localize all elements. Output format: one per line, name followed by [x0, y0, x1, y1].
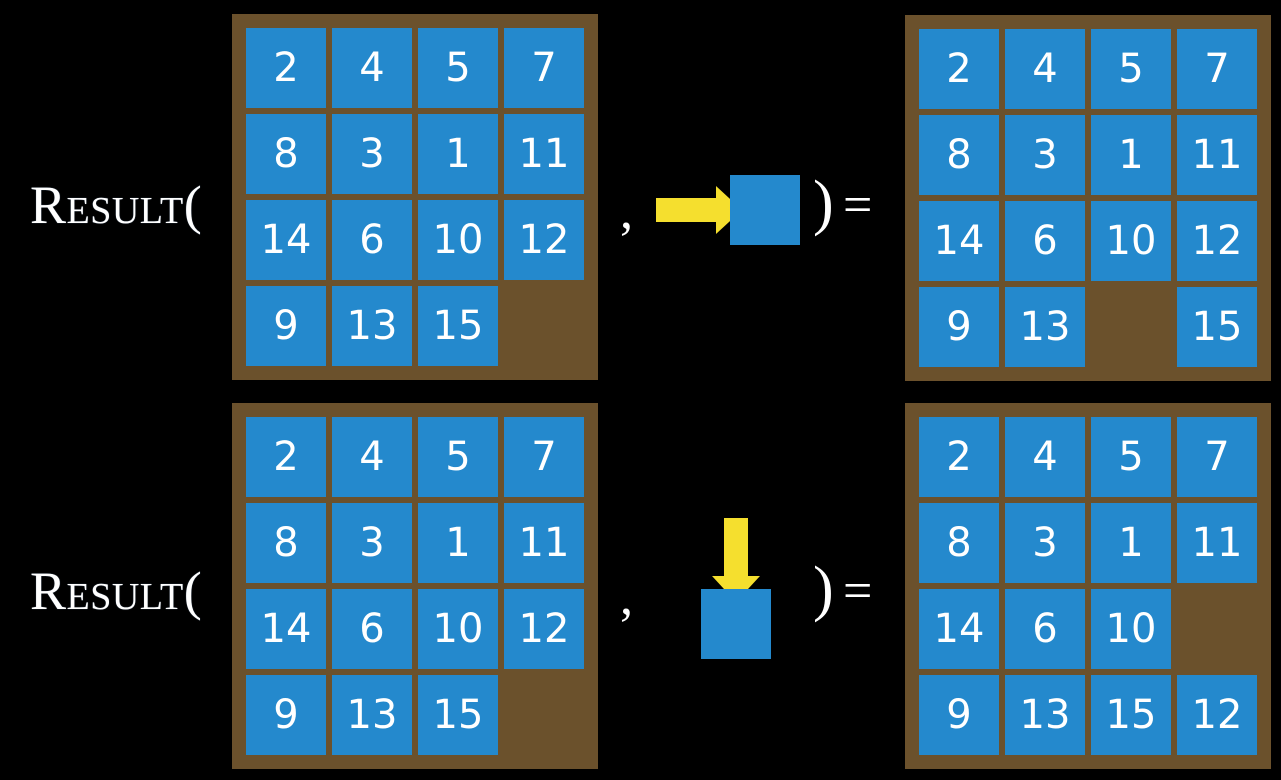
- tile[interactable]: 9: [246, 675, 326, 755]
- tile[interactable]: 1: [418, 114, 498, 194]
- tile[interactable]: 13: [1005, 675, 1085, 755]
- empty-slot[interactable]: [504, 286, 584, 366]
- tile[interactable]: 13: [1005, 287, 1085, 367]
- tile[interactable]: 2: [919, 417, 999, 497]
- tile[interactable]: 6: [1005, 589, 1085, 669]
- tile[interactable]: 6: [332, 589, 412, 669]
- tile[interactable]: 3: [1005, 115, 1085, 195]
- tile[interactable]: 12: [1177, 675, 1257, 755]
- output-board-row-1: 2 4 5 7 8 3 1 11 14 6 10 12 9 13 15: [905, 15, 1271, 381]
- tile[interactable]: 7: [1177, 29, 1257, 109]
- tile[interactable]: 7: [1177, 417, 1257, 497]
- tile[interactable]: 14: [919, 201, 999, 281]
- tile[interactable]: 1: [418, 503, 498, 583]
- tile[interactable]: 3: [1005, 503, 1085, 583]
- tile[interactable]: 2: [246, 417, 326, 497]
- tile[interactable]: 4: [1005, 29, 1085, 109]
- equals-sign-row-2: =: [843, 563, 873, 620]
- tile[interactable]: 15: [1177, 287, 1257, 367]
- tile[interactable]: 12: [1177, 201, 1257, 281]
- tile[interactable]: 5: [1091, 29, 1171, 109]
- tile[interactable]: 12: [504, 589, 584, 669]
- tile[interactable]: 9: [919, 675, 999, 755]
- tile[interactable]: 1: [1091, 115, 1171, 195]
- tile[interactable]: 5: [418, 28, 498, 108]
- output-board-row-2: 2 4 5 7 8 3 1 11 14 6 10 9 13 15 12: [905, 403, 1271, 769]
- equals-sign-row-1: =: [843, 177, 873, 234]
- tile[interactable]: 14: [246, 200, 326, 280]
- tile[interactable]: 15: [1091, 675, 1171, 755]
- result-label-row-2: Result(: [30, 561, 203, 621]
- close-paren-row-1: ): [813, 169, 834, 237]
- input-board-row-1: 2 4 5 7 8 3 1 11 14 6 10 12 9 13 15: [232, 14, 598, 380]
- close-paren-row-2: ): [813, 555, 834, 623]
- tile[interactable]: 8: [919, 503, 999, 583]
- tile[interactable]: 14: [919, 589, 999, 669]
- tile[interactable]: 15: [418, 675, 498, 755]
- operand-tile-right[interactable]: [730, 175, 800, 245]
- comma-separator-row-1: ,: [620, 183, 633, 240]
- tile[interactable]: 4: [1005, 417, 1085, 497]
- tile[interactable]: 12: [504, 200, 584, 280]
- tile[interactable]: 9: [246, 286, 326, 366]
- tile[interactable]: 7: [504, 28, 584, 108]
- tile[interactable]: 11: [504, 114, 584, 194]
- tile[interactable]: 11: [504, 503, 584, 583]
- tile[interactable]: 9: [919, 287, 999, 367]
- tile[interactable]: 1: [1091, 503, 1171, 583]
- tile[interactable]: 2: [919, 29, 999, 109]
- tile[interactable]: 8: [919, 115, 999, 195]
- comma-separator-row-2: ,: [620, 569, 633, 626]
- tile[interactable]: 15: [418, 286, 498, 366]
- empty-slot[interactable]: [1177, 589, 1257, 669]
- tile[interactable]: 11: [1177, 503, 1257, 583]
- tile[interactable]: 10: [1091, 201, 1171, 281]
- tile[interactable]: 11: [1177, 115, 1257, 195]
- arrow-right-icon: [656, 198, 720, 222]
- empty-slot[interactable]: [504, 675, 584, 755]
- tile[interactable]: 6: [1005, 201, 1085, 281]
- operand-tile-down[interactable]: [701, 589, 771, 659]
- tile[interactable]: 14: [246, 589, 326, 669]
- tile[interactable]: 3: [332, 503, 412, 583]
- tile[interactable]: 5: [1091, 417, 1171, 497]
- tile[interactable]: 10: [418, 589, 498, 669]
- tile[interactable]: 3: [332, 114, 412, 194]
- arrow-down-icon: [724, 518, 748, 580]
- tile[interactable]: 8: [246, 503, 326, 583]
- tile[interactable]: 4: [332, 28, 412, 108]
- tile[interactable]: 7: [504, 417, 584, 497]
- tile[interactable]: 10: [418, 200, 498, 280]
- tile[interactable]: 10: [1091, 589, 1171, 669]
- empty-slot[interactable]: [1091, 287, 1171, 367]
- tile[interactable]: 5: [418, 417, 498, 497]
- tile[interactable]: 13: [332, 675, 412, 755]
- input-board-row-2: 2 4 5 7 8 3 1 11 14 6 10 12 9 13 15: [232, 403, 598, 769]
- result-label-row-1: Result(: [30, 175, 203, 235]
- tile[interactable]: 13: [332, 286, 412, 366]
- tile[interactable]: 2: [246, 28, 326, 108]
- tile[interactable]: 8: [246, 114, 326, 194]
- tile[interactable]: 4: [332, 417, 412, 497]
- tile[interactable]: 6: [332, 200, 412, 280]
